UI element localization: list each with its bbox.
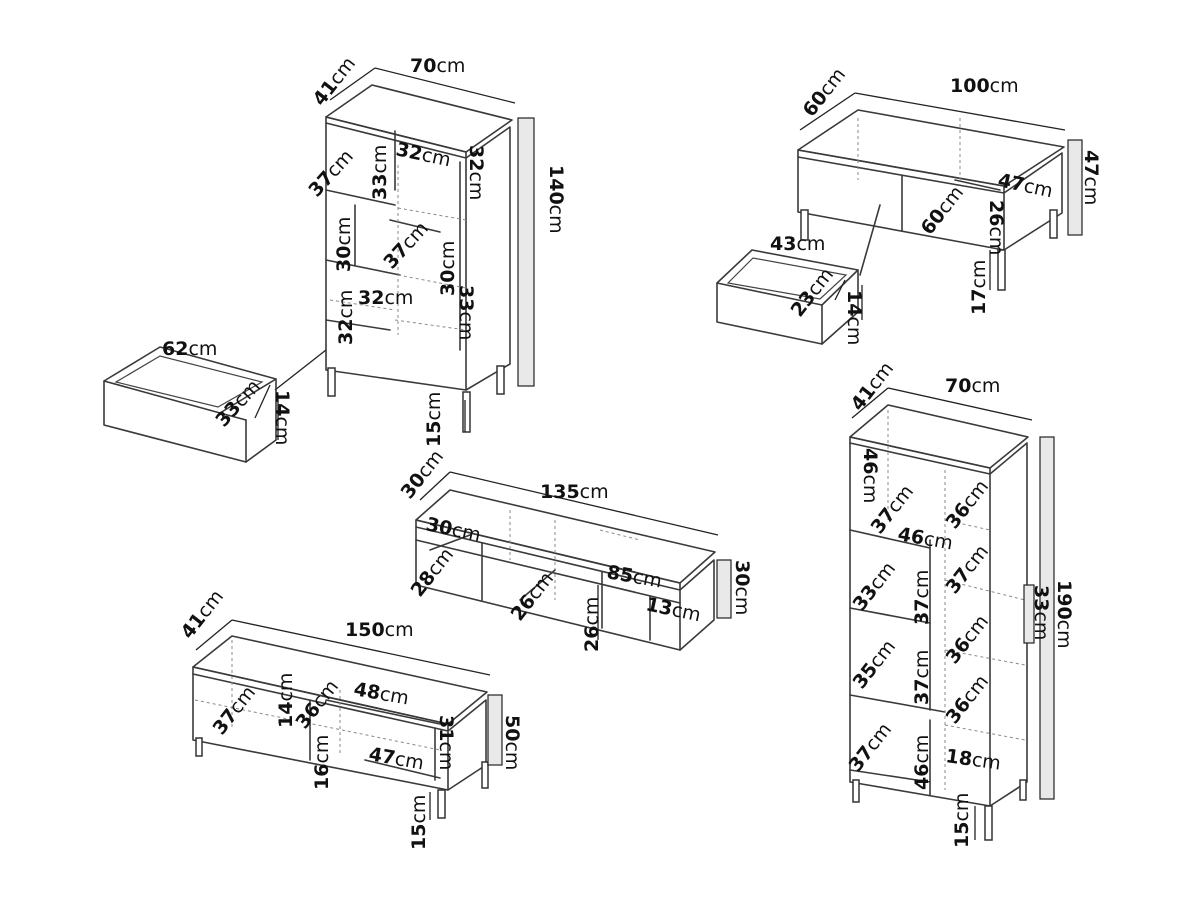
label: 30cm <box>731 560 753 615</box>
label: 140cm <box>545 165 567 234</box>
cabinet-140 <box>274 67 535 433</box>
label: 46cm <box>911 735 933 790</box>
label: 33cm <box>849 558 900 615</box>
label: 41cm <box>309 53 360 110</box>
label: 50cm <box>501 715 523 770</box>
label: 60cm <box>799 64 850 121</box>
label: 31cm <box>435 715 457 770</box>
label: 85cm <box>605 561 663 592</box>
label: 13cm <box>644 593 703 626</box>
label: 36cm <box>942 476 993 533</box>
label: 32cm <box>358 287 413 309</box>
label: 100cm <box>950 75 1019 97</box>
tv-unit-135 <box>415 471 732 651</box>
label: 41cm <box>177 586 228 643</box>
label: 30cm <box>397 446 448 503</box>
label: 43cm <box>770 233 825 255</box>
label: 14cm <box>271 390 293 445</box>
label: 35cm <box>849 636 900 693</box>
label: 37cm <box>911 570 933 625</box>
label: 37cm <box>379 217 432 273</box>
label: 37cm <box>845 719 896 776</box>
drawer-62 <box>103 346 279 463</box>
label: 15cm <box>423 392 445 447</box>
label: 30cm <box>437 241 459 296</box>
label: 14cm <box>275 673 297 728</box>
label: 70cm <box>410 55 465 77</box>
label: 135cm <box>540 481 609 503</box>
drawer-43 <box>716 249 863 345</box>
label: 36cm <box>942 611 993 668</box>
label: 37cm <box>209 682 260 739</box>
label: 18cm <box>944 745 1002 774</box>
label: 26cm <box>507 568 558 625</box>
table-100 <box>797 92 1083 291</box>
label: 190cm <box>1053 580 1075 649</box>
label: 32cm <box>335 290 357 345</box>
label: 37cm <box>911 650 933 705</box>
dimension-labels: 70cm 41cm 140cm 32cm 32cm 37cm 33cm 30cm… <box>162 53 1102 850</box>
label: 15cm <box>951 793 973 848</box>
label: 33cm <box>455 285 477 340</box>
cabinet-190 <box>849 387 1055 841</box>
label: 33cm <box>211 375 264 431</box>
label: 36cm <box>942 671 993 728</box>
label: 30cm <box>333 217 355 272</box>
tv-unit-150 <box>192 619 503 820</box>
label: 26cm <box>985 200 1007 255</box>
label: 26cm <box>581 597 603 652</box>
label: 33cm <box>369 145 391 200</box>
label: 46cm <box>859 448 881 503</box>
label: 37cm <box>304 145 357 201</box>
label: 47cm <box>1080 150 1102 205</box>
label: 32cm <box>465 145 487 200</box>
label: 23cm <box>787 264 838 321</box>
label: 14cm <box>843 290 865 345</box>
label: 60cm <box>917 182 968 239</box>
label: 28cm <box>407 544 458 601</box>
label: 16cm <box>311 735 333 790</box>
label: 30cm <box>424 513 483 546</box>
label: 32cm <box>394 138 453 171</box>
label: 41cm <box>847 358 898 415</box>
label: 62cm <box>162 338 217 360</box>
label: 47cm <box>367 743 425 774</box>
label: 33cm <box>1030 585 1052 640</box>
label: 70cm <box>945 375 1000 397</box>
label: 17cm <box>968 260 990 315</box>
label: 46cm <box>896 523 954 554</box>
label: 48cm <box>352 678 410 709</box>
label: 15cm <box>408 795 430 850</box>
label: 36cm <box>292 676 343 733</box>
label: 150cm <box>345 619 414 641</box>
